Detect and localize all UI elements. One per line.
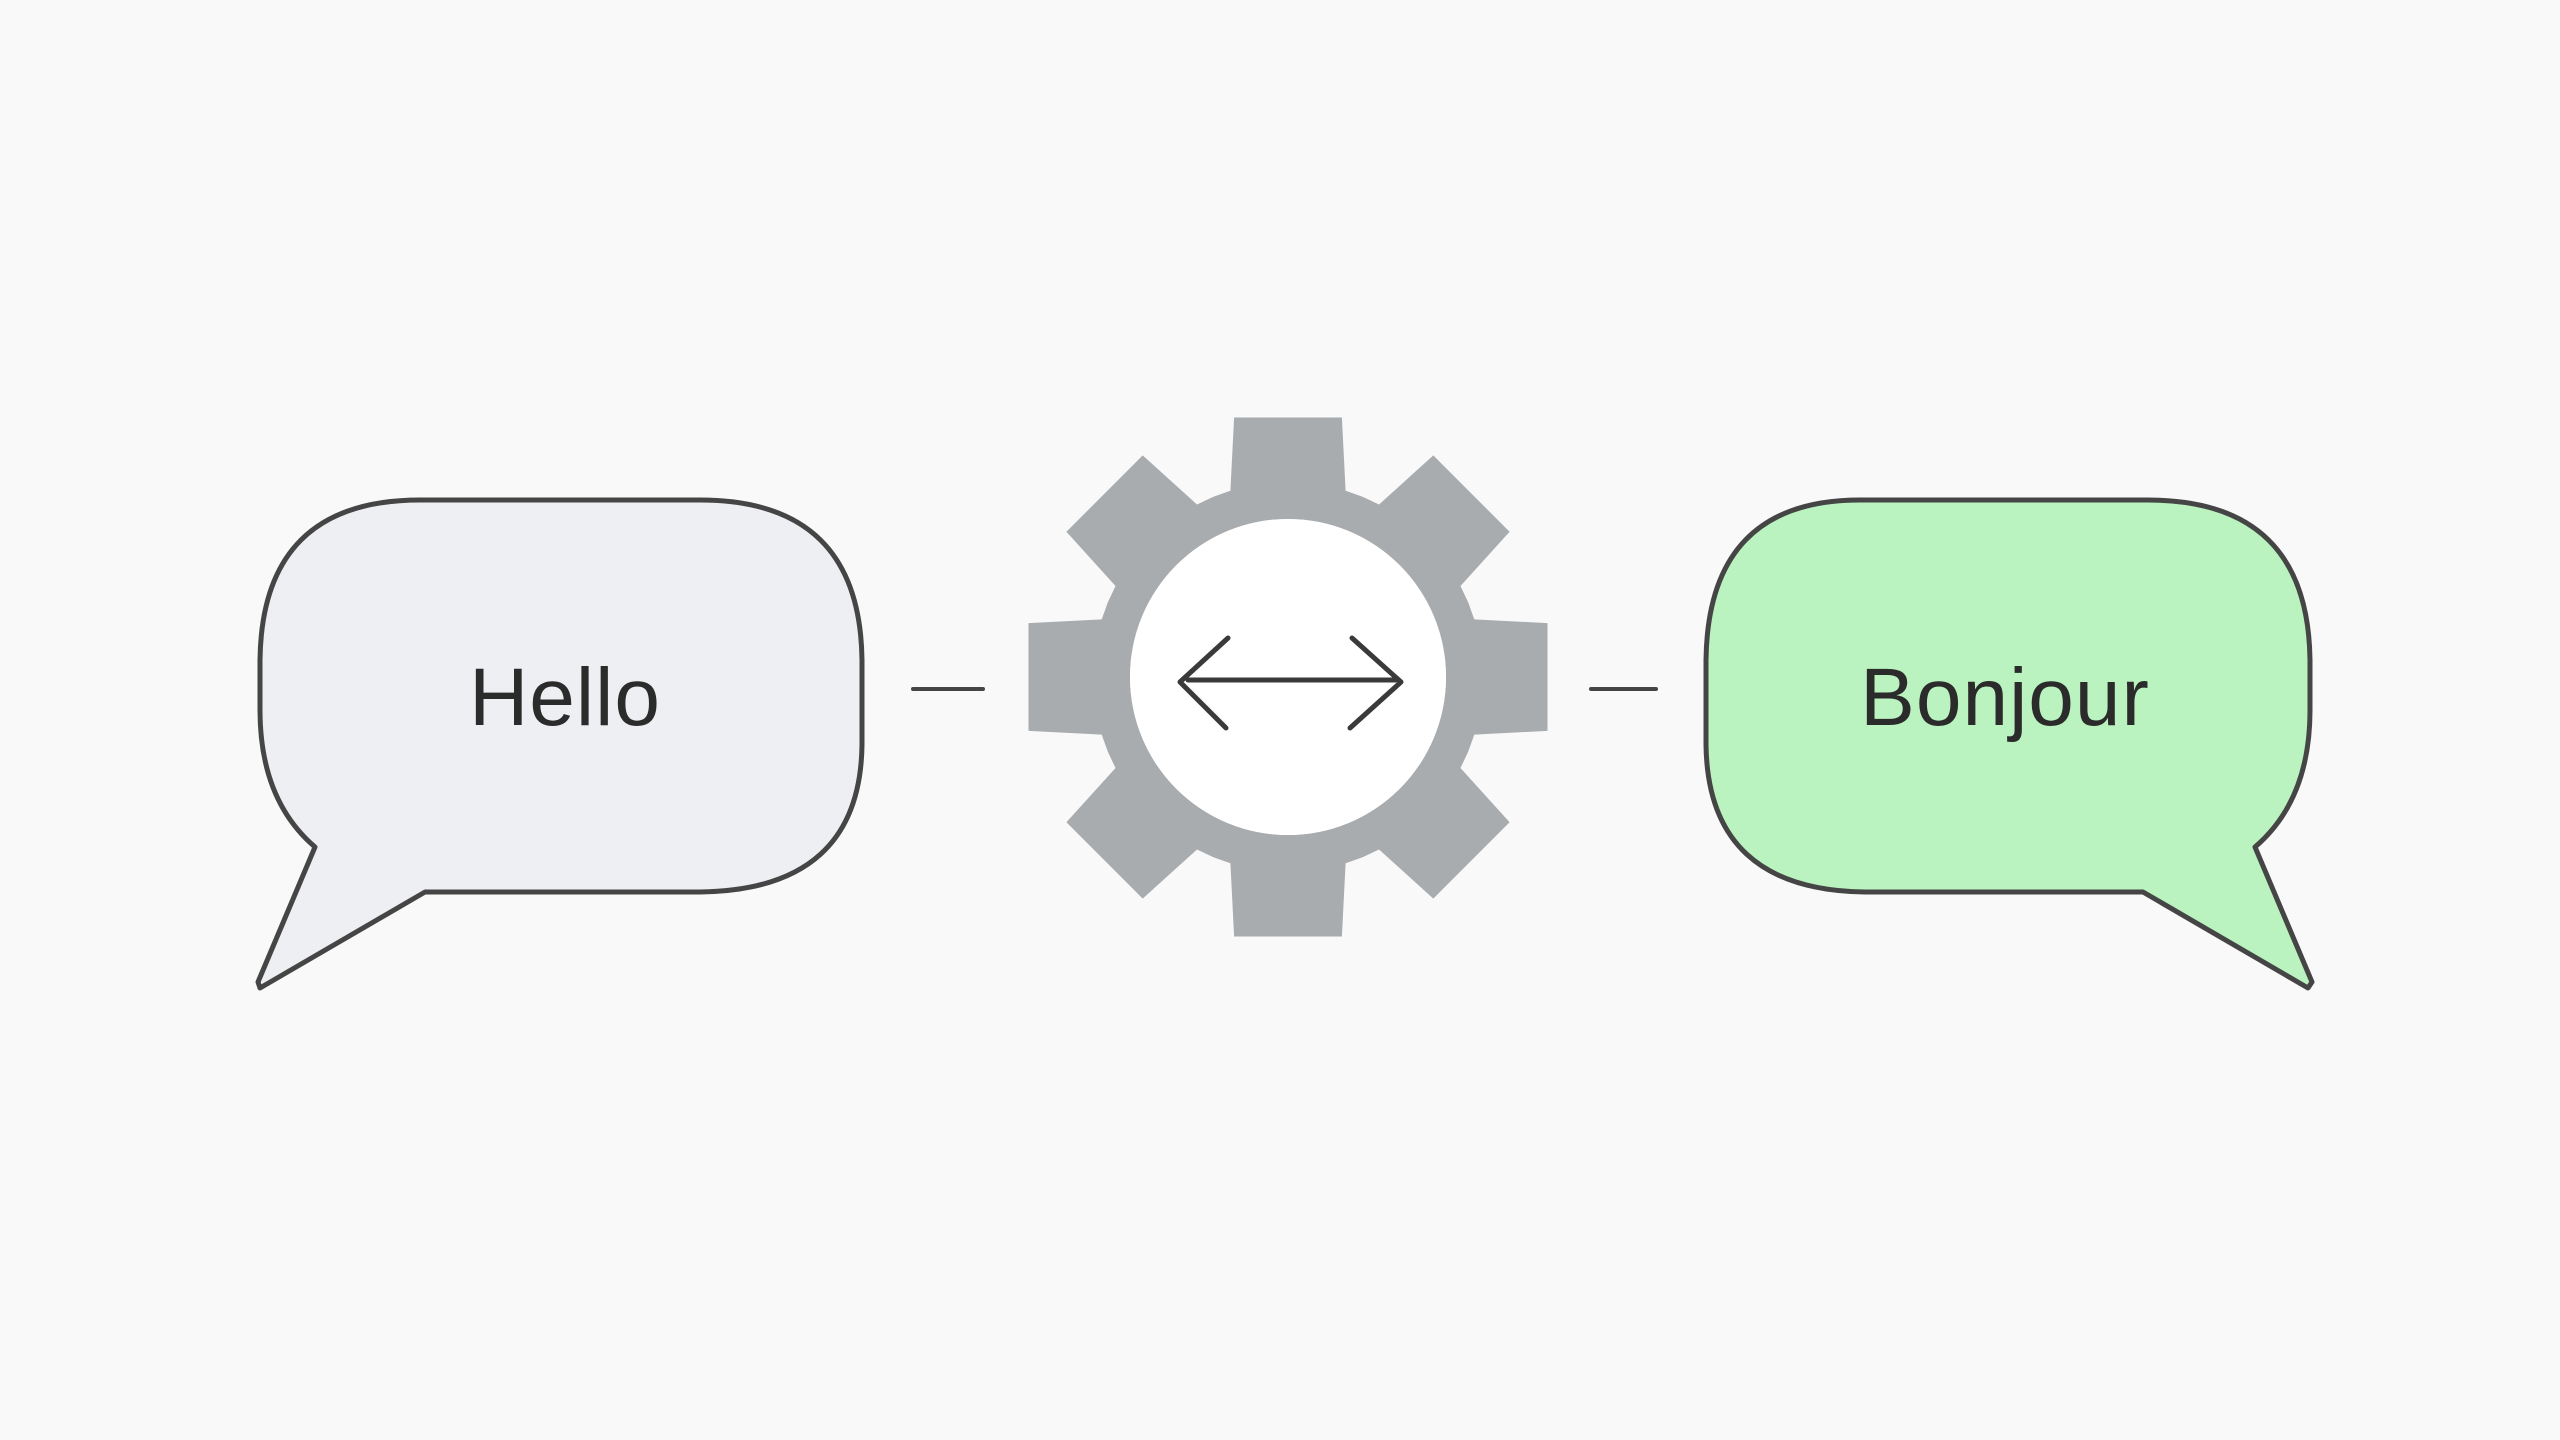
- bidirectional-arrow-icon: [1177, 635, 1404, 731]
- gear-body: [1028, 417, 1548, 937]
- target-speech-bubble: Bonjour: [1703, 497, 2315, 991]
- gear-hub: [1130, 519, 1446, 835]
- source-bubble-shape: [255, 497, 865, 991]
- target-bubble-shape: [1703, 497, 2315, 991]
- target-bubble-text: Bonjour: [1860, 652, 2150, 743]
- source-bubble-text: Hello: [469, 652, 661, 743]
- source-speech-bubble: Hello: [255, 497, 865, 991]
- gear-icon: [1028, 417, 1548, 937]
